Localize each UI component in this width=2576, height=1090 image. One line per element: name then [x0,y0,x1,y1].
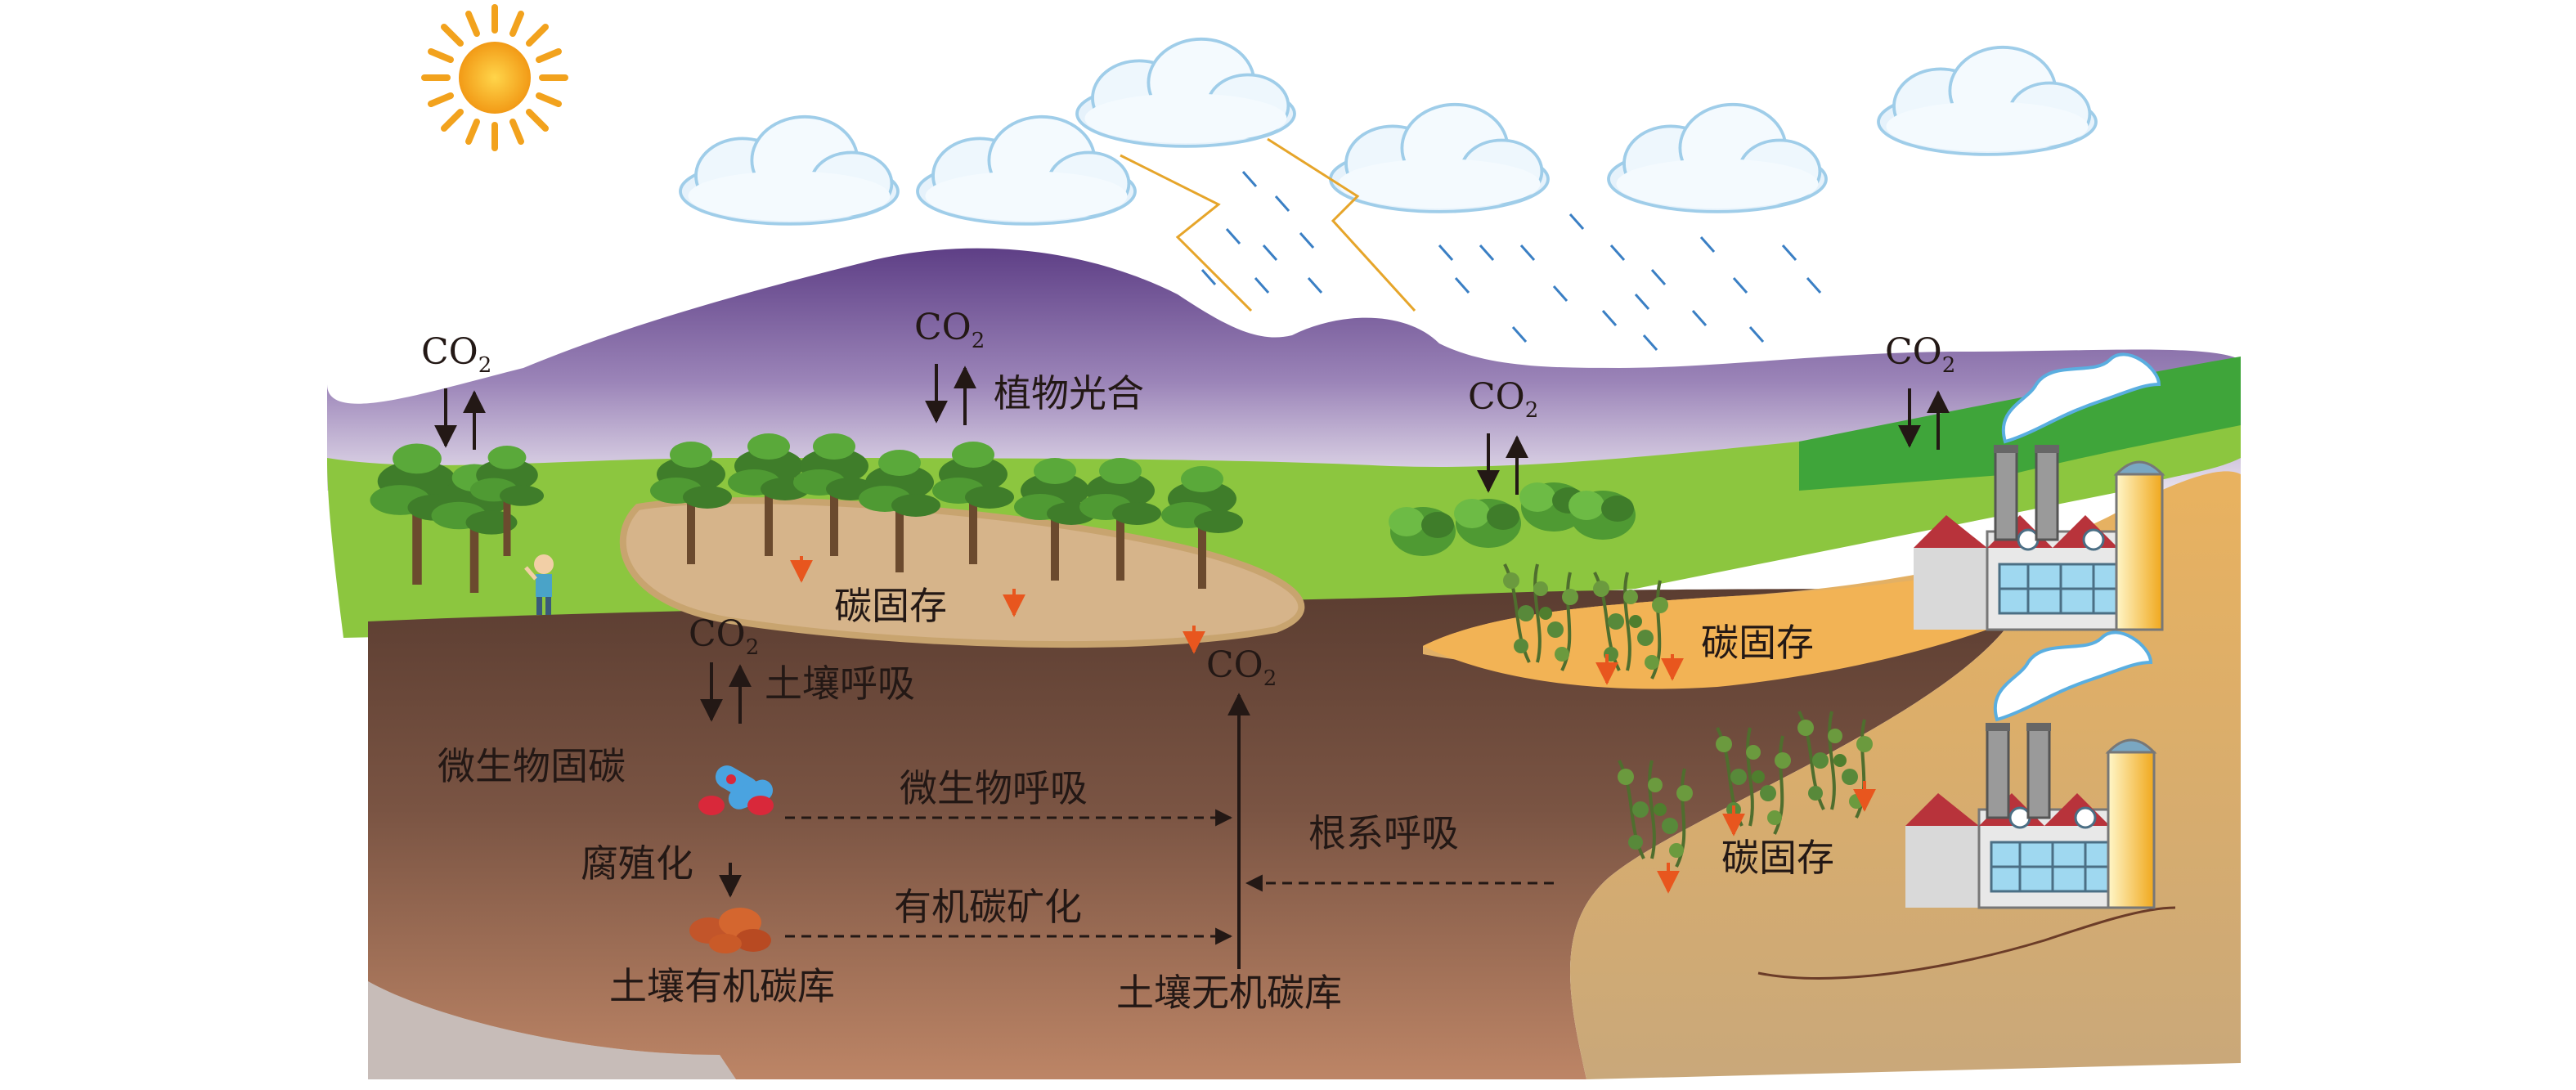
co2-label: CO2 [689,613,759,660]
soil-respiration-label: 土壤呼吸 [765,662,915,706]
carbon-storage-label: 碳固存 [1701,621,1814,665]
microbial-respiration-label: 微生物呼吸 [900,766,1088,810]
carbon-deposit-arrows [790,556,1876,894]
carbon-storage-label: 碳固存 [1721,836,1834,880]
soil-inorganic-pool-label: 土壤无机碳库 [1116,971,1342,1015]
photosynthesis-label: 植物光合 [994,371,1144,415]
soil-section [368,589,2028,1079]
co2-label: CO2 [1885,331,1955,378]
organic-mineralization-label: 有机碳矿化 [894,885,1082,929]
cloud-icon [1877,45,2098,156]
person-icon [524,554,554,615]
co2-exchange-arrows [434,364,1950,969]
dashed-flow-arrows [785,809,1554,945]
cloud-icon [1329,102,1550,213]
co2-label: CO2 [914,307,985,353]
humus-icon [689,908,771,953]
co2-label: CO2 [1206,644,1277,691]
lightning-icon [1120,137,1416,312]
co2-label: CO2 [421,331,491,378]
sun-icon [421,4,568,151]
cloud-icon [1075,37,1296,148]
microbial-fixation-label: 微生物固碳 [438,744,626,788]
mountain-background [327,248,2241,491]
root-respiration-label: 根系呼吸 [1308,811,1459,855]
co2-label: CO2 [1468,376,1538,423]
soil-organic-pool-label: 土壤有机碳库 [609,964,835,1008]
microbe-icon [698,765,774,815]
cloud-icon [1607,102,1828,213]
rain-icon [1200,171,1822,351]
carbon-storage-label: 碳固存 [834,584,947,628]
cloud-icon [679,114,900,226]
humification-label: 腐殖化 [581,841,693,886]
